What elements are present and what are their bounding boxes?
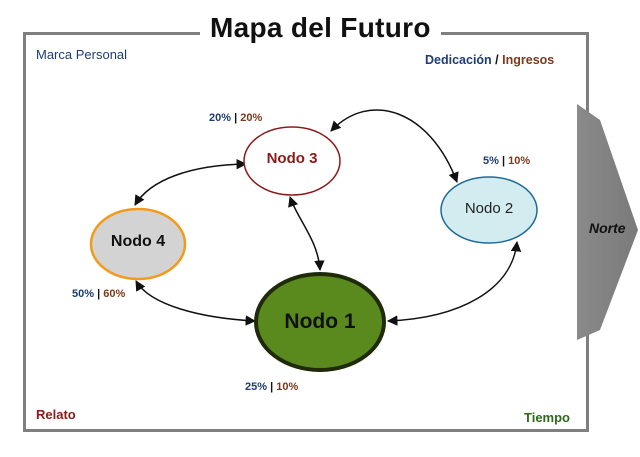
node-3-dedication: 20% [209, 112, 232, 124]
connector-n3-n4 [134, 158, 248, 206]
ingresos-text: Ingresos [502, 53, 555, 67]
node-2-separator: | [501, 155, 506, 167]
node-1-dedication: 25% [245, 381, 268, 393]
node-2-shape [440, 176, 538, 244]
dedicacion-text: Dedicación [425, 53, 492, 67]
node-3-percentages: 20% | 20% [209, 112, 262, 124]
norte-arrow [577, 104, 638, 340]
node-3-separator: | [234, 112, 238, 124]
node-3-label: Nodo 3 [266, 150, 318, 167]
node-1-income: 10% [276, 381, 299, 393]
tiempo-label: Tiempo [524, 410, 570, 425]
node-1-shape [254, 272, 386, 372]
node-2-income: 10% [508, 155, 531, 167]
connector-n3-n1 [288, 196, 325, 272]
node-4-income: 60% [103, 288, 126, 300]
node-2-percentages: 5% | 10% [483, 155, 530, 167]
connector-n4-n1 [135, 280, 257, 326]
node-4-dedication: 50% [72, 288, 95, 300]
page-title: Mapa del Futuro [200, 12, 441, 44]
node-4-separator: | [97, 288, 101, 300]
connector-n2-n1 [386, 240, 522, 326]
node-1-percentages: 25% | 10% [245, 381, 298, 393]
dedicacion-ingresos-label: Dedicación / Ingresos [425, 53, 554, 67]
node-2-label: Nodo 2 [464, 200, 514, 217]
node-3-shape [243, 126, 341, 196]
marca-personal-label: Marca Personal [36, 47, 128, 62]
connector-n3-n2 [330, 109, 459, 183]
relato-label: Relato [36, 407, 76, 422]
slash-separator: / [495, 53, 499, 67]
node-2-dedication: 5% [483, 155, 499, 167]
node-4-label: Nodo 4 [110, 233, 166, 250]
node-1-label: Nodo 1 [284, 310, 356, 333]
node-3-income: 20% [240, 112, 263, 124]
norte-label: Norte [589, 220, 626, 236]
node-4-percentages: 50% | 60% [72, 288, 125, 300]
node-1-separator: | [270, 381, 274, 393]
node-4-shape [89, 207, 187, 281]
